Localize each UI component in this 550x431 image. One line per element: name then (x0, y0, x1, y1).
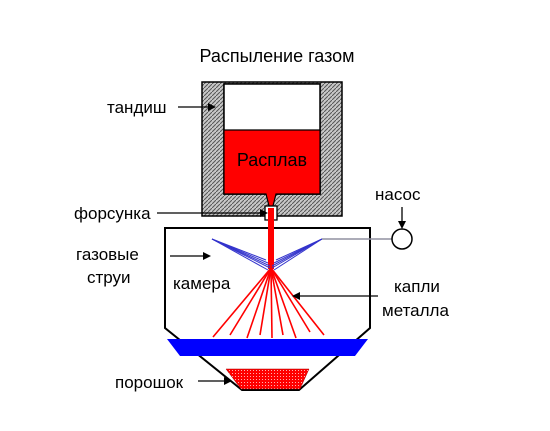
pump-label: насос (375, 185, 421, 204)
droplets-label-1: капли (394, 277, 440, 296)
droplet-trajectories (212, 267, 325, 339)
powder-label: порошок (115, 373, 184, 392)
pump (391, 228, 413, 250)
diagram-title: Распыление газом (199, 46, 354, 66)
melt-stream (268, 219, 274, 269)
gas-jets-label-2: струи (87, 268, 131, 287)
powder-layer (167, 339, 368, 356)
melt-label: Расплав (237, 150, 307, 170)
gas-jets (211, 238, 323, 271)
pointer-arrows (157, 103, 406, 385)
gas-jets-label-1: газовые (76, 245, 139, 264)
nozzle-melt (268, 208, 274, 220)
powder (225, 368, 310, 390)
chamber (164, 227, 371, 391)
nozzle-label: форсунка (74, 204, 151, 223)
chamber-label: камера (173, 274, 231, 293)
droplets-label-2: металла (382, 301, 449, 320)
tundish-label: тандиш (107, 98, 167, 117)
